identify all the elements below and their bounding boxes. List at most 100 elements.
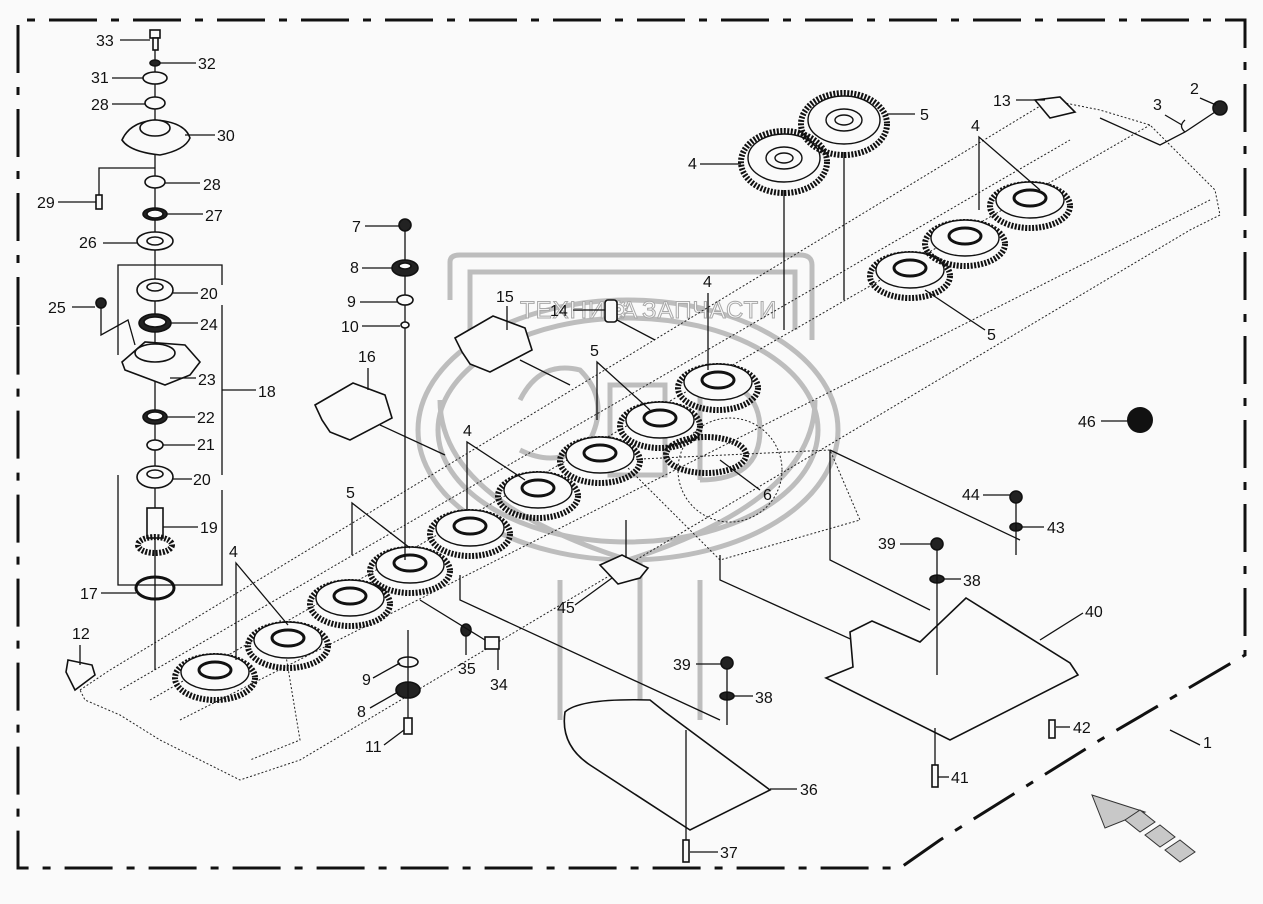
washer-9 xyxy=(396,294,414,306)
callout-46: 46 xyxy=(1078,414,1128,431)
callout-34: 34 xyxy=(490,649,508,694)
callout-number: 5 xyxy=(987,327,996,344)
callout-number: 15 xyxy=(496,289,514,306)
callout-number: 14 xyxy=(550,303,568,320)
callout-35: 35 xyxy=(458,636,476,678)
bar-gear xyxy=(495,471,581,521)
end-skid-12 xyxy=(65,659,96,692)
callout-number: 31 xyxy=(91,70,109,87)
callout-leader-line xyxy=(924,289,986,331)
callout-number: 8 xyxy=(357,704,366,721)
watermark-text-right: ЗАПЧАСТИ xyxy=(642,297,777,324)
bolt-11 xyxy=(403,717,413,735)
callout-19: 19 xyxy=(163,520,218,537)
pinion-shaft-19 xyxy=(146,507,164,539)
callout-leader-line xyxy=(719,459,761,491)
callout-number: 10 xyxy=(341,319,359,336)
callout-number: 9 xyxy=(347,294,356,311)
bolt-33 xyxy=(149,29,161,39)
callout-45: 45 xyxy=(557,577,613,617)
callout-number: 28 xyxy=(91,97,109,114)
bar-gear xyxy=(922,219,1008,269)
bolt-37 xyxy=(682,839,690,863)
callout-number: 24 xyxy=(200,317,218,334)
callout-8: 8 xyxy=(357,691,399,721)
travel-direction-arrow xyxy=(1091,794,1196,863)
callout-32: 32 xyxy=(160,56,216,73)
callout-number: 29 xyxy=(37,195,55,212)
callout-number: 11 xyxy=(365,739,382,756)
callout-11: 11 xyxy=(365,729,405,756)
callout-number: 23 xyxy=(198,372,216,389)
callout-31: 31 xyxy=(91,70,143,87)
callout-5: 5 xyxy=(887,107,929,124)
callout-7: 7 xyxy=(352,219,399,236)
skid-15 xyxy=(453,315,533,373)
gear-6 xyxy=(663,434,749,476)
bushing-28b xyxy=(144,175,166,189)
callout-30: 30 xyxy=(185,128,235,145)
callout-number: 33 xyxy=(96,33,114,50)
callout-39: 39 xyxy=(673,657,721,674)
callout-number: 4 xyxy=(463,423,472,440)
bar-gear xyxy=(245,621,331,671)
circlip-21 xyxy=(146,439,164,451)
assembly-boundary-frame xyxy=(16,18,1247,870)
callout-leader-line xyxy=(1164,114,1183,126)
callout-37: 37 xyxy=(690,845,738,862)
callout-number: 38 xyxy=(963,573,981,590)
callout-leader-line xyxy=(372,662,401,679)
bar-gear xyxy=(617,401,703,451)
clip-3 xyxy=(1180,119,1186,133)
callout-number: 17 xyxy=(80,586,98,603)
callout-number: 44 xyxy=(962,487,980,504)
callout-8: 8 xyxy=(350,260,392,277)
callout-number: 21 xyxy=(197,437,215,454)
bar-gear xyxy=(367,546,453,596)
callout-14: 14 xyxy=(550,303,605,320)
callout-26: 26 xyxy=(79,235,137,252)
flange-hub-30 xyxy=(121,119,191,156)
bar-gear xyxy=(307,579,393,629)
callout-4: 4 xyxy=(971,118,1041,210)
bar-gear xyxy=(557,436,643,486)
callout-5: 5 xyxy=(590,343,651,420)
bar-gear xyxy=(675,363,761,413)
callout-number: 25 xyxy=(48,300,66,317)
callout-number: 19 xyxy=(200,520,218,537)
callout-number: 27 xyxy=(205,208,223,225)
callout-leader-line xyxy=(466,440,526,510)
hardware-upper-middle xyxy=(313,218,656,560)
callout-5: 5 xyxy=(924,289,996,344)
callout-9: 9 xyxy=(362,662,401,689)
bar-gear xyxy=(172,653,258,703)
callout-25: 25 xyxy=(48,300,95,317)
stud-14 xyxy=(604,299,618,323)
bolt-41 xyxy=(931,764,939,788)
callout-number: 40 xyxy=(1085,604,1103,621)
callout-number: 7 xyxy=(352,219,361,236)
grease-nipple-25 xyxy=(95,297,107,309)
callout-18: 18 xyxy=(222,384,276,401)
callout-number: 2 xyxy=(1190,81,1199,98)
callout-2: 2 xyxy=(1190,81,1217,106)
callout-number: 42 xyxy=(1073,720,1091,737)
callout-number: 41 xyxy=(951,770,969,787)
callout-leader-line xyxy=(351,501,411,555)
callout-3: 3 xyxy=(1153,97,1183,126)
callout-36: 36 xyxy=(770,782,818,799)
callout-number: 36 xyxy=(800,782,818,799)
callout-43: 43 xyxy=(1022,520,1065,537)
callout-labels: 3332312830282927262025242318222120191712… xyxy=(37,33,1217,862)
callout-39: 39 xyxy=(878,536,931,553)
callout-number: 4 xyxy=(703,274,712,291)
callout-number: 1 xyxy=(1203,735,1212,752)
callout-1: 1 xyxy=(1169,729,1212,752)
callout-42: 42 xyxy=(1056,720,1091,737)
callout-23: 23 xyxy=(170,372,216,389)
bar-gear xyxy=(427,509,513,559)
nut-39b xyxy=(720,656,734,670)
bolt-42 xyxy=(1048,719,1056,739)
callout-number: 28 xyxy=(203,177,221,194)
skid-16 xyxy=(313,382,393,441)
